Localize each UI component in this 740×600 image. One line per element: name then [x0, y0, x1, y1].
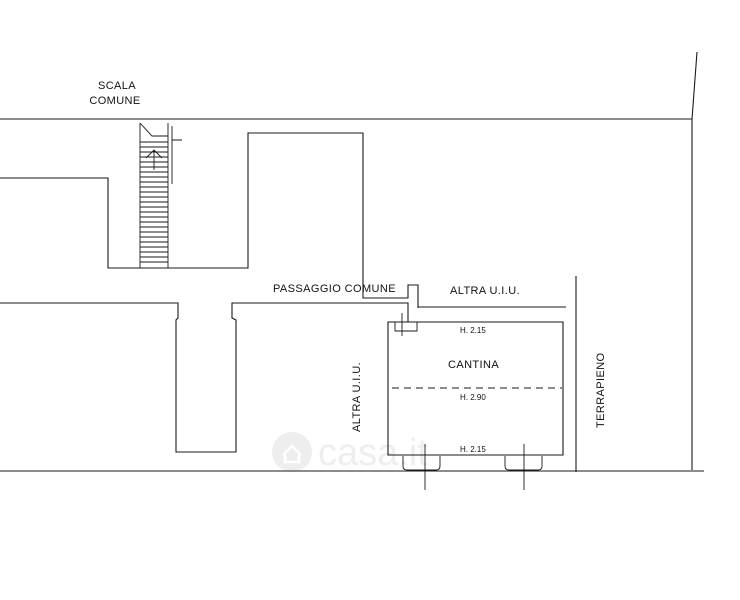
cantina-label: CANTINA: [448, 359, 499, 371]
terrapieno-label: TERRAPIENO: [595, 352, 607, 428]
watermark-text: casa.it: [318, 432, 428, 474]
upper-rooms: [0, 132, 566, 453]
cantina-room: [387, 313, 564, 490]
height-label-mid: H. 2.90: [460, 393, 486, 402]
height-label-bottom: H. 2.15: [460, 445, 486, 454]
scala-label-line2: COMUNE: [89, 95, 140, 107]
scala-label-line1: SCALA: [98, 80, 136, 92]
height-label-top: H. 2.15: [460, 326, 486, 335]
building-outline: [0, 51, 704, 472]
house-icon: [272, 432, 312, 472]
staircase: [139, 122, 182, 268]
altra-uiu-left-label: ALTRA U.I.U.: [351, 362, 363, 432]
altra-uiu-top-label: ALTRA U.I.U.: [450, 285, 520, 297]
watermark-logo: casa.it: [272, 432, 428, 474]
passaggio-comune-label: PASSAGGIO COMUNE: [273, 283, 396, 295]
